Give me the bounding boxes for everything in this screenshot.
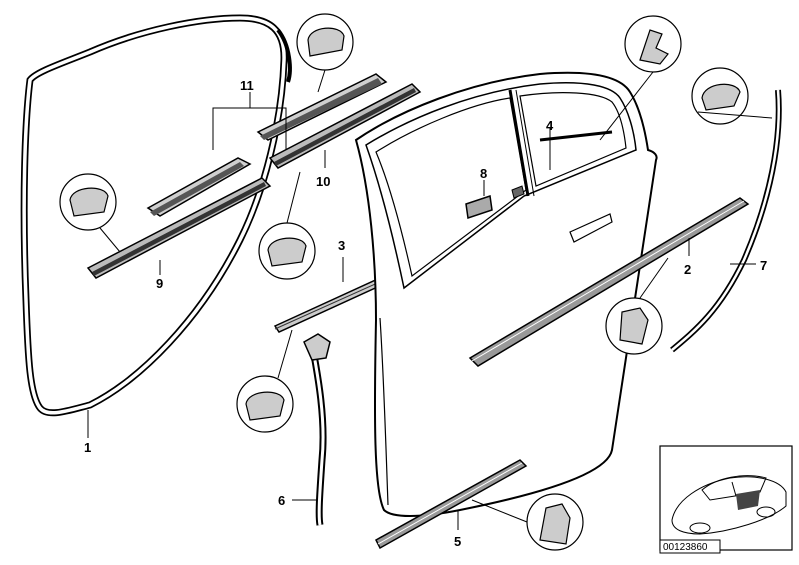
diagram-id: 00123860: [663, 542, 708, 553]
callout-11: 11: [240, 78, 254, 93]
rear-door: [354, 71, 658, 517]
outer-belt-strip-10: [268, 83, 422, 169]
callout-9: 9: [156, 276, 163, 291]
detail-leaders: [99, 69, 773, 523]
sill-strip-5: [375, 459, 528, 550]
callout-8: 8: [480, 166, 487, 181]
outer-belt-strip-9: [86, 177, 272, 279]
diagram-id-box: [659, 539, 721, 554]
door-frame-seal: [20, 14, 292, 417]
side-moulding-2: [468, 197, 750, 367]
callout-10: 10: [316, 174, 330, 189]
callout-6: 6: [278, 493, 285, 508]
vehicle-inset: [659, 445, 793, 551]
door-seal-7: [670, 89, 782, 353]
window-channel-strips: [146, 73, 388, 217]
callout-7: 7: [760, 258, 767, 273]
cross-section: [69, 27, 741, 545]
callout-2: 2: [684, 262, 691, 277]
door-badge-8: [465, 185, 525, 219]
belt-strip-3: [273, 277, 386, 333]
callout-1: 1: [84, 440, 91, 455]
callout-3: 3: [338, 238, 345, 253]
callout-4: 4: [546, 118, 554, 133]
callout-5: 5: [454, 534, 461, 549]
